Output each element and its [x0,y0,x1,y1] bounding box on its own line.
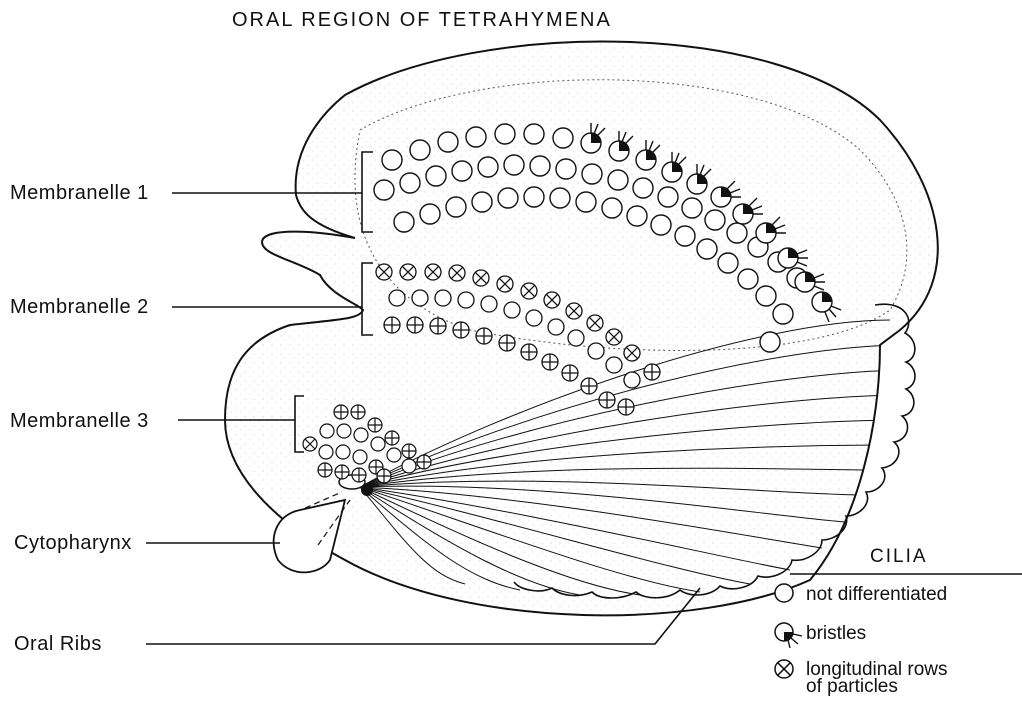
label-membranelle-1: Membranelle 1 [10,183,149,203]
bristle-circle-icon [775,623,802,648]
open-circle-icon [775,584,793,602]
legend-title: CILIA [870,547,928,566]
label-membranelle-2: Membranelle 2 [10,297,149,317]
legend-label-not-differentiated: not differentiated [806,585,947,604]
label-membranelle-3: Membranelle 3 [10,411,149,431]
figure-title: ORAL REGION OF TETRAHYMENA [232,10,612,30]
label-cytopharynx: Cytopharynx [14,533,132,553]
label-oral-ribs: Oral Ribs [14,634,102,654]
legend-label-of-particles: of particles [806,677,898,696]
legend-label-bristles: bristles [806,624,866,643]
crossed-circle-icon [775,660,793,678]
